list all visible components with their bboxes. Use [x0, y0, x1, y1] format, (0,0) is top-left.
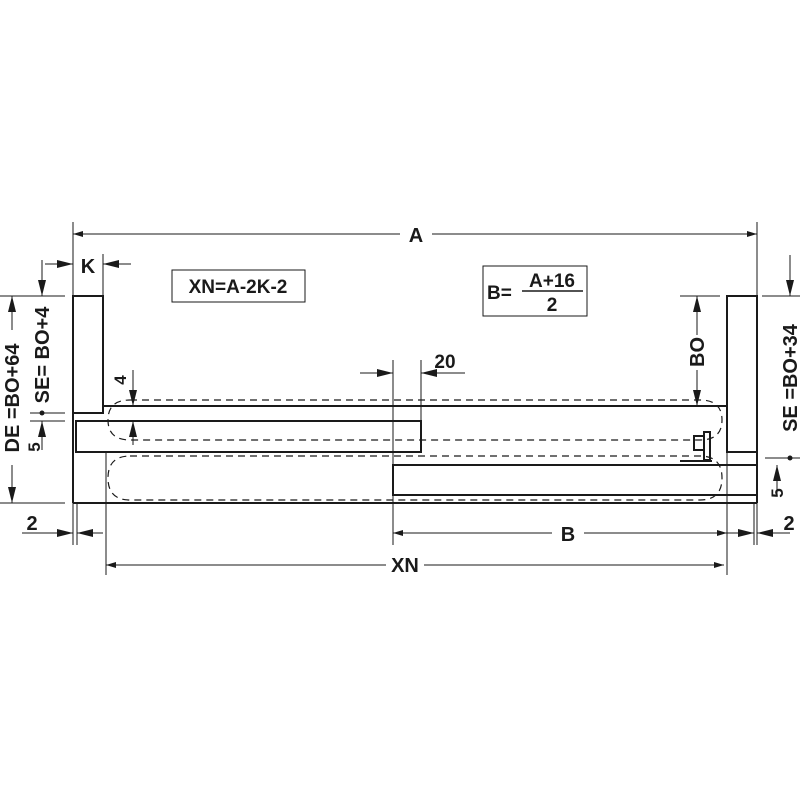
formula-xn: XN=A-2K-2: [189, 277, 288, 298]
dimension-label-se-right: SE =BO+34: [780, 323, 800, 432]
drawer-geometry: [72, 295, 758, 504]
formula-xn-box: XN=A-2K-2: [171, 269, 306, 303]
dimension-label-5-right: 5: [768, 488, 787, 497]
dimension-label-a: A: [409, 225, 423, 247]
hidden-runner-lower: [107, 455, 723, 501]
formula-b-denominator: 2: [547, 295, 558, 316]
dimension-label-2-right: 2: [783, 513, 794, 535]
dimension-label-k: K: [81, 256, 96, 278]
dimension-label-20: 20: [434, 352, 455, 373]
formula-b-numerator: A+16: [529, 271, 575, 292]
upper-rail: [75, 420, 422, 453]
hidden-runner-upper: [107, 399, 723, 441]
dimension-label-se-left: SE= BO+4: [32, 306, 54, 404]
dimension-label-4: 4: [111, 375, 130, 385]
left-side-panel: [72, 295, 104, 414]
dimension-label-bo: BO: [687, 337, 709, 367]
dimension-label-b: B: [561, 524, 575, 546]
dimension-label-2-left: 2: [26, 513, 37, 535]
lower-rail: [392, 464, 758, 496]
dimension-label-de: DE =BO+64: [2, 343, 24, 453]
locking-clip-icon: [680, 431, 712, 462]
formula-b-box: B= A+16 2: [482, 265, 588, 317]
formula-b-prefix: B=: [487, 283, 512, 304]
dimension-lines: [0, 222, 800, 575]
right-side-panel: [726, 295, 758, 453]
dimension-label-xn: XN: [391, 555, 419, 577]
dimension-label-5-left: 5: [25, 442, 44, 451]
